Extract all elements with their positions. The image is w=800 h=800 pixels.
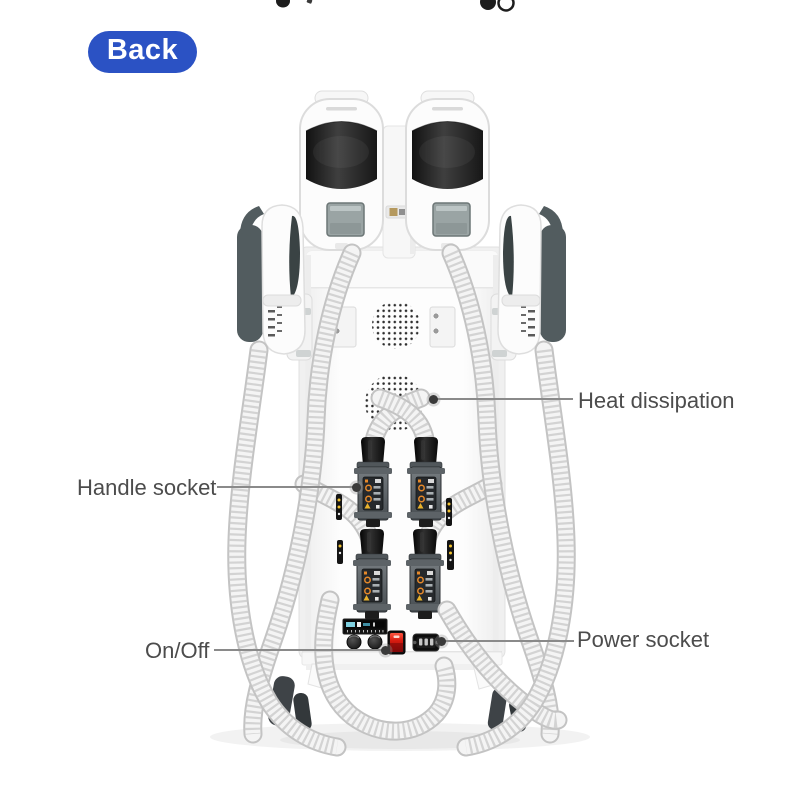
control-panel (342, 618, 440, 655)
power-switch (387, 630, 406, 655)
control-knob-left (346, 634, 362, 650)
leader-line-handle-socket (217, 482, 361, 492)
annotation-heat-dissipation: Heat dissipation (578, 388, 735, 413)
paddle-right (405, 90, 490, 251)
leader-dot-handle-socket (351, 482, 361, 492)
vent-upper (372, 301, 420, 349)
leader-line-heat-dissipation (428, 394, 573, 404)
leader-dot-heat-dissipation (428, 394, 438, 404)
annotation-power-socket: Power socket (577, 627, 710, 652)
control-display (342, 618, 388, 635)
handle-sockets (336, 436, 454, 620)
leader-dot-on-off (380, 645, 390, 655)
annotation-handle-socket: Handle socket (77, 475, 217, 500)
power-inlet (412, 633, 440, 652)
back-button[interactable]: Back (88, 31, 197, 73)
caster-wheels (268, 676, 527, 732)
leader-line-on-off (214, 645, 390, 655)
control-knob-right (367, 634, 383, 650)
side-handle-right (490, 204, 567, 361)
side-handle-left (236, 204, 313, 361)
annotation-on-off: On/Off (145, 638, 210, 663)
cropped-text-fragment (276, 0, 515, 12)
leader-dot-power-socket (436, 636, 446, 646)
paddle-left (299, 90, 384, 251)
leader-line-power-socket (436, 636, 574, 646)
